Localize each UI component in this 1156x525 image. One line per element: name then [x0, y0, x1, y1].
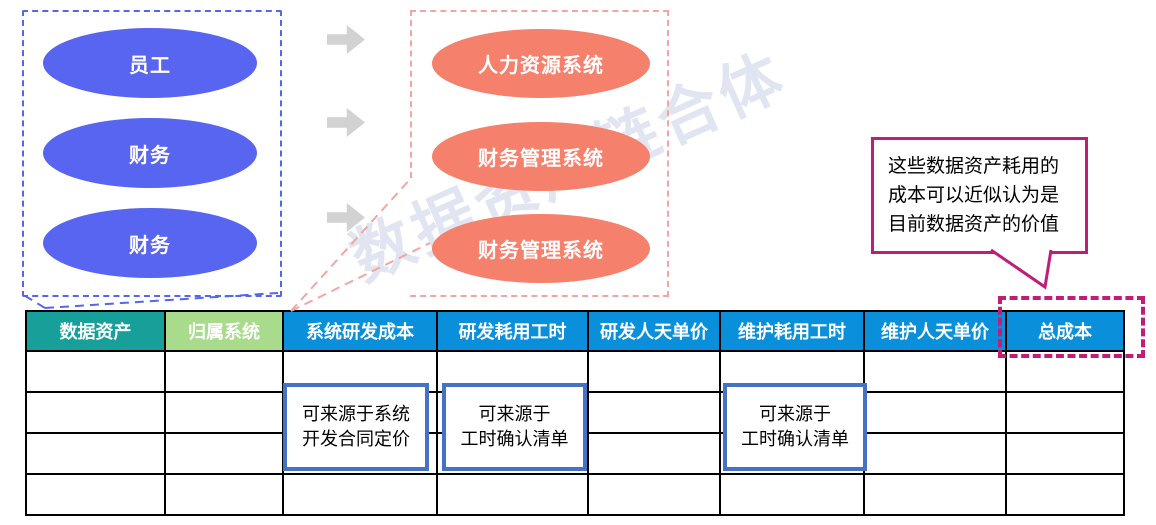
column-header: 总成本 — [1005, 310, 1125, 352]
callout-line: 成本可以近似认为是 — [888, 185, 1060, 206]
callout-line: 这些数据资产耗用的 — [888, 156, 1060, 177]
column-header: 维护耗用工时 — [719, 310, 865, 352]
pink-wedge-line — [290, 176, 413, 312]
table-cell — [587, 391, 721, 434]
table-cell — [164, 473, 284, 516]
table-cell — [863, 391, 1007, 434]
table-cell — [25, 473, 166, 516]
source-ellipse-finance-2: 财务 — [43, 208, 257, 278]
note-line: 工时确认清单 — [460, 429, 569, 449]
note-dev-cost-source: 可来源于系统 开发合同定价 — [283, 383, 429, 471]
value-callout: 这些数据资产耗用的 成本可以近似认为是 目前数据资产的价值 — [871, 137, 1088, 254]
systems-group-box-left-edge — [410, 10, 412, 178]
right-arrow-icon — [327, 25, 365, 54]
column-header: 研发人天单价 — [587, 310, 721, 352]
callout-line: 目前数据资产的价值 — [888, 214, 1060, 235]
table-row — [25, 350, 1125, 393]
note-line: 可来源于 — [759, 404, 831, 424]
system-ellipse-hr: 人力资源系统 — [432, 29, 650, 98]
table-cell — [719, 473, 865, 516]
table-cell — [436, 473, 589, 516]
table-cell — [25, 432, 166, 475]
note-line: 开发合同定价 — [302, 429, 410, 449]
table-row — [25, 473, 1125, 516]
column-header: 归属系统 — [164, 310, 284, 352]
table-cell — [1005, 432, 1125, 475]
table-cell — [587, 432, 721, 475]
source-ellipse-finance-1: 财务 — [43, 118, 257, 188]
table-cell — [164, 432, 284, 475]
table-cell — [587, 473, 721, 516]
note-line: 工时确认清单 — [741, 429, 849, 449]
note-line: 可来源于系统 — [302, 404, 410, 424]
total-cost-highlight-box — [998, 296, 1145, 358]
table-cell — [587, 350, 721, 393]
source-ellipse-employee: 员工 — [43, 28, 257, 98]
note-dev-hours-source: 可来源于 工时确认清单 — [442, 383, 587, 471]
table-cell — [25, 350, 166, 393]
table-cell — [282, 473, 438, 516]
table-cell — [164, 391, 284, 434]
table-cell — [164, 350, 284, 393]
callout-tail — [990, 248, 1053, 290]
column-header: 维护人天单价 — [863, 310, 1007, 352]
table-cell — [1005, 391, 1125, 434]
system-ellipse-finance-mgmt-2: 财务管理系统 — [432, 214, 650, 283]
note-maint-hours-source: 可来源于 工时确认清单 — [723, 383, 867, 471]
right-arrow-icon — [327, 108, 365, 137]
system-ellipse-finance-mgmt-1: 财务管理系统 — [432, 122, 650, 191]
table-cell — [25, 391, 166, 434]
table-cell — [863, 350, 1007, 393]
table-cell — [863, 473, 1007, 516]
table-cell — [863, 432, 1007, 475]
right-arrow-icon — [327, 203, 365, 232]
table-header-row: 数据资产归属系统系统研发成本研发耗用工时研发人天单价维护耗用工时维护人天单价总成… — [25, 310, 1125, 352]
table-cell — [1005, 473, 1125, 516]
systems-group-box — [410, 10, 669, 297]
note-line: 可来源于 — [478, 404, 551, 424]
column-header: 研发耗用工时 — [436, 310, 589, 352]
column-header: 系统研发成本 — [282, 310, 438, 352]
column-header: 数据资产 — [25, 310, 166, 352]
